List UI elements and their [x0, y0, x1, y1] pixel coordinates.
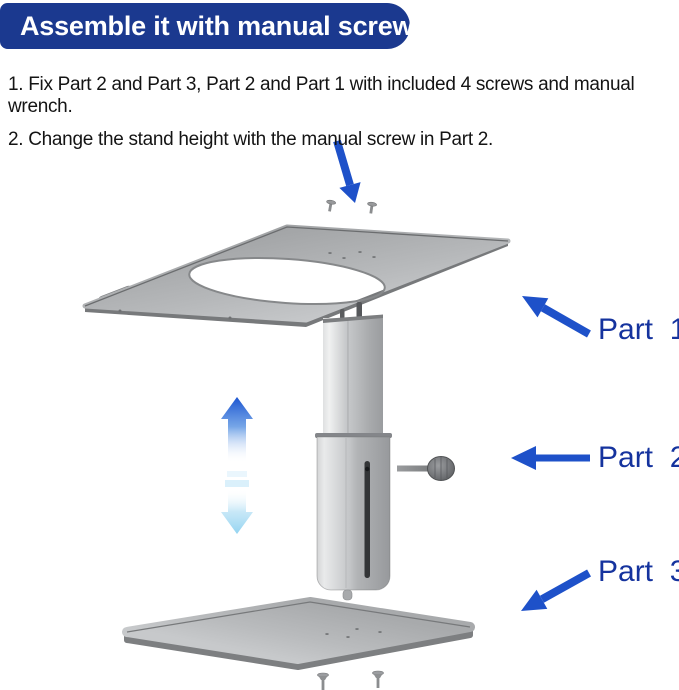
- part2-label: Part 2: [598, 441, 679, 474]
- screw-icon: [367, 201, 377, 214]
- part3-label: Part 3: [598, 555, 679, 588]
- part1-top-plate: [82, 224, 511, 327]
- part1-pointer-arrow-icon: [522, 296, 591, 338]
- part2-column: [315, 302, 392, 601]
- screw-icon: [317, 672, 329, 690]
- header-banner: Assemble it with manual screw: [0, 3, 414, 49]
- bottom-screws: [317, 670, 384, 690]
- top-screws: [326, 199, 377, 214]
- column-top-posts: [340, 302, 362, 319]
- instruction-line-1: 1. Fix Part 2 and Part 3, Part 2 and Par…: [8, 74, 635, 117]
- plate-screw-holes: [118, 251, 376, 320]
- fade-band: [227, 471, 247, 477]
- screw-icon: [372, 670, 384, 688]
- down-arrow-icon: [333, 139, 361, 203]
- part3-base-plate: [122, 597, 475, 670]
- height-slot: [364, 461, 370, 578]
- part3-pointer-arrow-icon: [521, 569, 591, 611]
- base-screw-holes: [325, 628, 382, 638]
- column-bottom-peg: [342, 589, 353, 601]
- screw-icon: [326, 199, 336, 212]
- height-down-arrow-icon: [221, 489, 253, 534]
- instructions: 1. Fix Part 2 and Part 3, Part 2 and Par…: [8, 74, 676, 162]
- fade-band: [225, 480, 249, 487]
- instruction-line-2: 2. Change the stand height with the manu…: [8, 129, 494, 150]
- knob-screw: [397, 456, 455, 481]
- height-up-arrow-icon: [221, 397, 253, 463]
- part2-pointer-arrow-icon: [511, 446, 590, 470]
- page-title: Assemble it with manual screw: [20, 10, 414, 41]
- part1-label: Part 1: [598, 313, 679, 346]
